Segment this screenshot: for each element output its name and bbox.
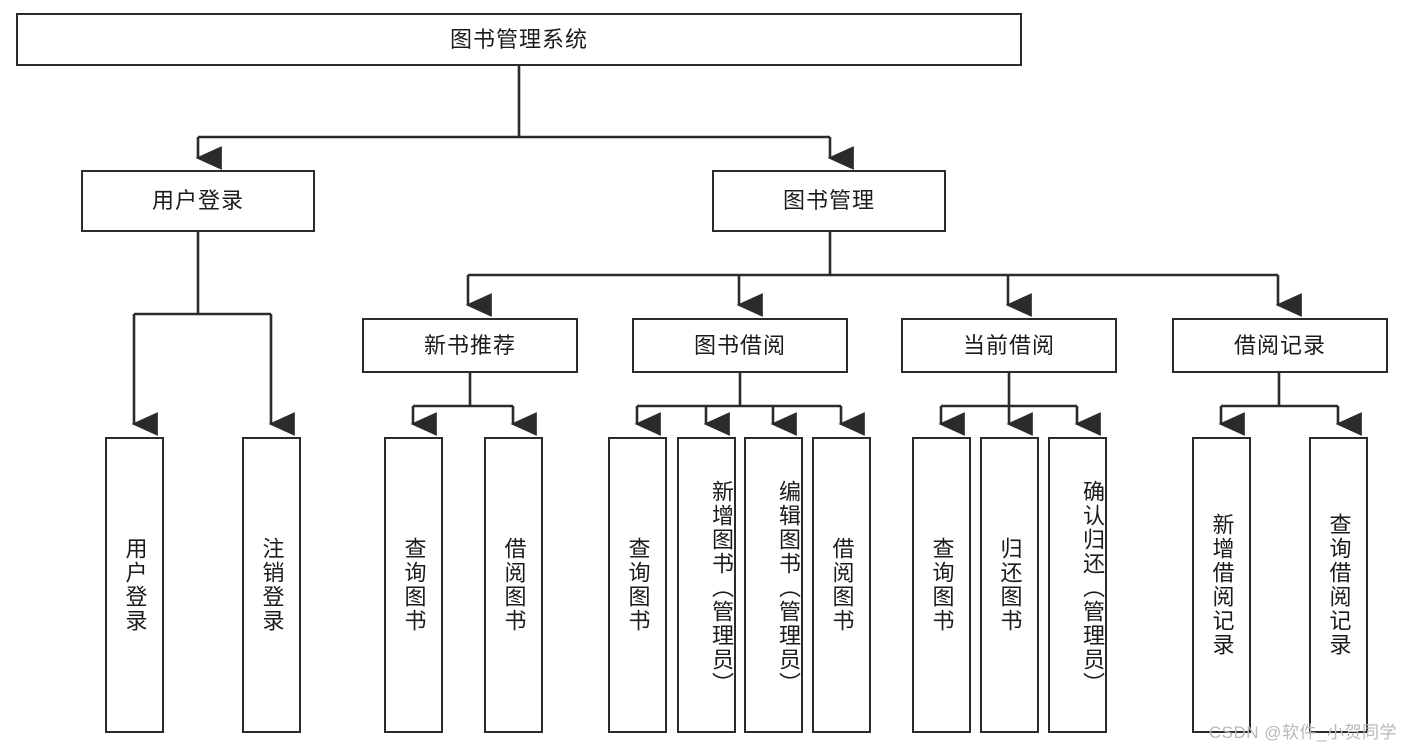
node-label: 查询图书 xyxy=(625,537,651,633)
node-root-system[interactable]: 图书管理系统 xyxy=(16,13,1022,66)
node-user-login[interactable]: 用户登录 xyxy=(81,170,315,232)
leaf-confirm-return[interactable]: 确认归还（管理员） xyxy=(1048,437,1107,733)
leaf-query-borrow-record[interactable]: 查询借阅记录 xyxy=(1309,437,1368,733)
csdn-watermark: CSDN @软件_小贺同学 xyxy=(1208,723,1397,742)
node-book-borrow[interactable]: 图书借阅 xyxy=(632,318,848,373)
leaf-borrow-book[interactable]: 借阅图书 xyxy=(812,437,871,733)
node-label: 查询图书 xyxy=(929,537,955,633)
node-label: 借阅图书 xyxy=(829,537,855,633)
node-label: 新增借阅记录 xyxy=(1209,513,1235,657)
node-label: 编辑图书（管理员） xyxy=(776,480,801,696)
leaf-add-book[interactable]: 新增图书（管理员） xyxy=(677,437,736,733)
node-label: 用户登录 xyxy=(122,537,148,633)
node-label: 用户登录 xyxy=(151,188,244,214)
leaf-return-book[interactable]: 归还图书 xyxy=(980,437,1039,733)
node-label: 当前借阅 xyxy=(962,332,1055,358)
leaf-query-book-current[interactable]: 查询图书 xyxy=(912,437,971,733)
leaf-query-book-borrow[interactable]: 查询图书 xyxy=(608,437,667,733)
node-label: 图书管理系统 xyxy=(449,26,588,52)
leaf-edit-book[interactable]: 编辑图书（管理员） xyxy=(744,437,803,733)
node-label: 借阅记录 xyxy=(1233,332,1326,358)
node-book-manage[interactable]: 图书管理 xyxy=(712,170,946,232)
node-new-book-rec[interactable]: 新书推荐 xyxy=(362,318,578,373)
node-label: 新书推荐 xyxy=(423,332,516,358)
leaf-add-borrow-record[interactable]: 新增借阅记录 xyxy=(1192,437,1251,733)
leaf-borrow-book-new-rec[interactable]: 借阅图书 xyxy=(484,437,543,733)
leaf-query-book-new-rec[interactable]: 查询图书 xyxy=(384,437,443,733)
node-label: 归还图书 xyxy=(997,537,1023,633)
leaf-user-logout[interactable]: 注销登录 xyxy=(242,437,301,733)
node-label: 查询图书 xyxy=(401,537,427,633)
node-label: 新增图书（管理员） xyxy=(709,480,734,696)
leaf-user-login[interactable]: 用户登录 xyxy=(105,437,164,733)
node-label: 借阅图书 xyxy=(501,537,527,633)
node-label: 确认归还（管理员） xyxy=(1080,480,1105,696)
node-label: 注销登录 xyxy=(259,537,285,633)
node-current-borrow[interactable]: 当前借阅 xyxy=(901,318,1117,373)
node-borrow-record[interactable]: 借阅记录 xyxy=(1172,318,1388,373)
node-label: 图书借阅 xyxy=(693,332,786,358)
node-label: 图书管理 xyxy=(782,188,875,214)
node-label: 查询借阅记录 xyxy=(1326,513,1352,657)
